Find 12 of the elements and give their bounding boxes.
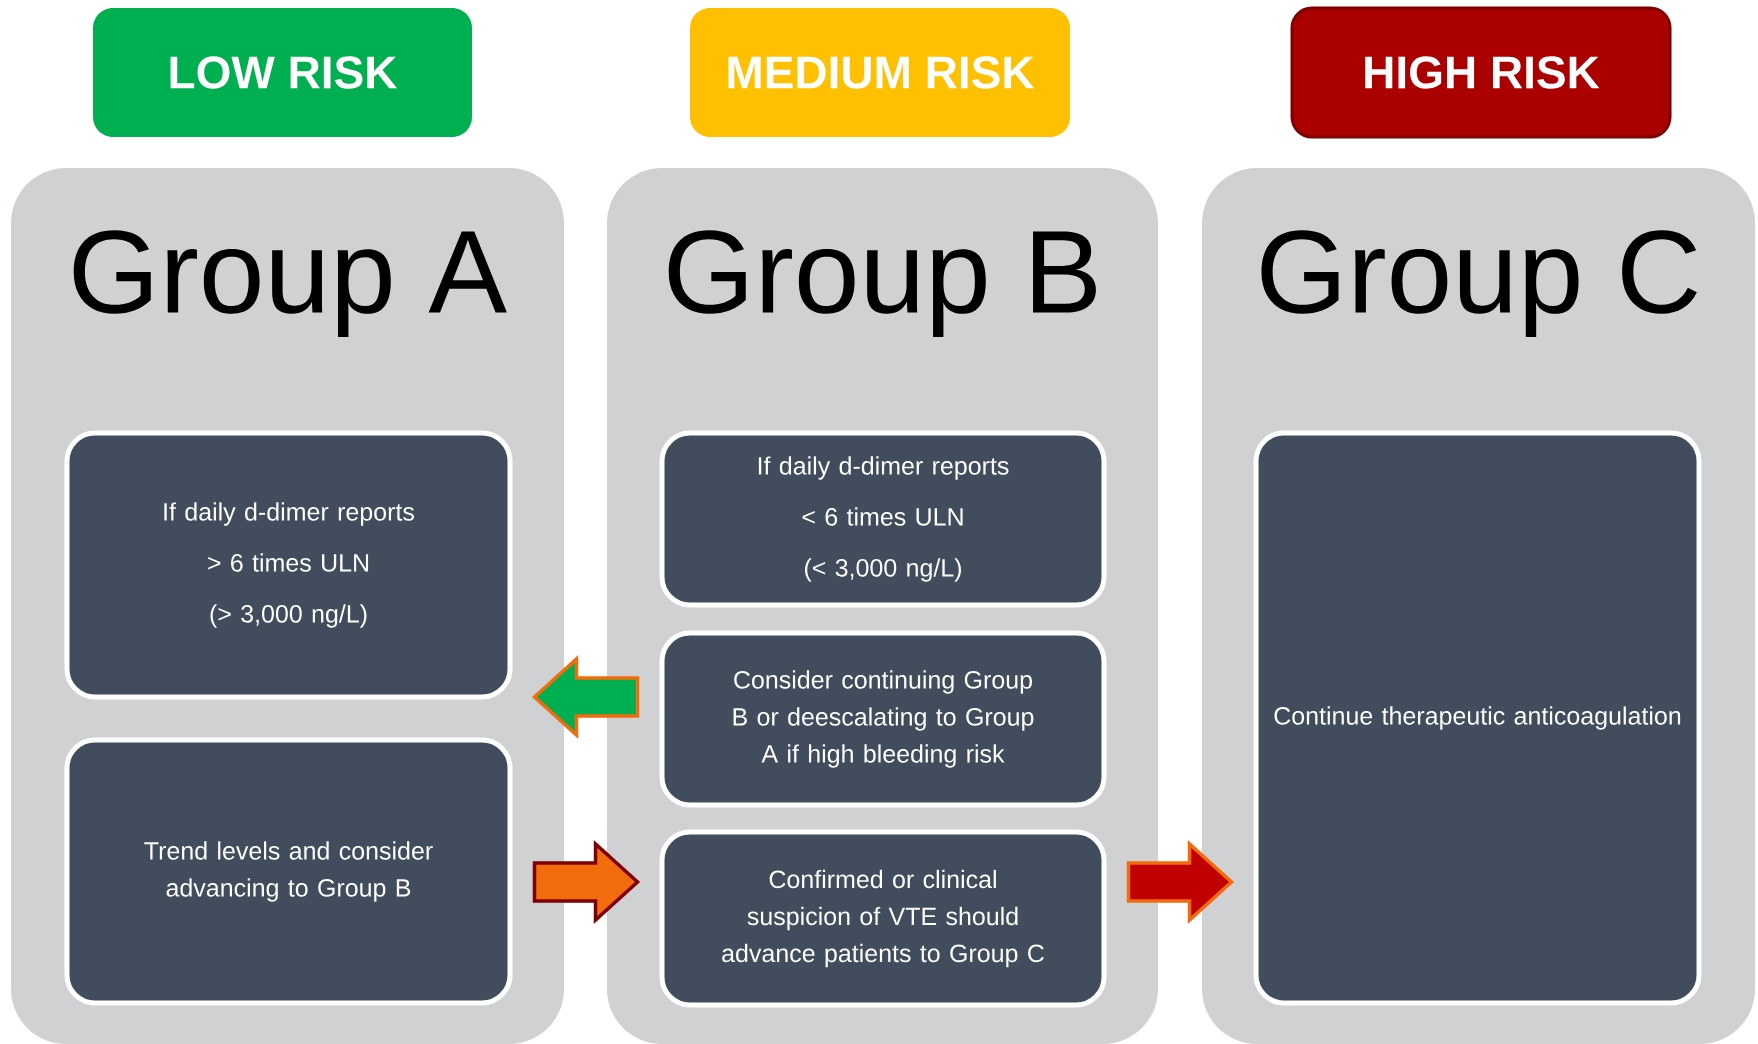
block-arrow	[1126, 840, 1235, 924]
text-box: Trend levels and consider advancing to Group B	[64, 737, 513, 1006]
risk-badge: MEDIUM RISK	[690, 8, 1070, 137]
text-box: If daily d-dimer reports < 6 times ULN (< 3,000 ng/L)	[659, 430, 1107, 608]
block-arrow	[532, 840, 641, 924]
risk-badge: LOW RISK	[93, 8, 472, 137]
block-arrow	[531, 655, 640, 739]
text-box: Consider continuing Group B or deescalating to Group A if high bleeding risk	[659, 630, 1107, 808]
text-box: Continue therapeutic anticoagulation	[1253, 430, 1702, 1006]
risk-badge: HIGH RISK	[1290, 6, 1672, 139]
text-box: Confirmed or clinical suspicion of VTE should advance patients to Group C	[659, 829, 1107, 1008]
text-box: If daily d-dimer reports > 6 times ULN (> 3,000 ng/L)	[64, 430, 513, 700]
